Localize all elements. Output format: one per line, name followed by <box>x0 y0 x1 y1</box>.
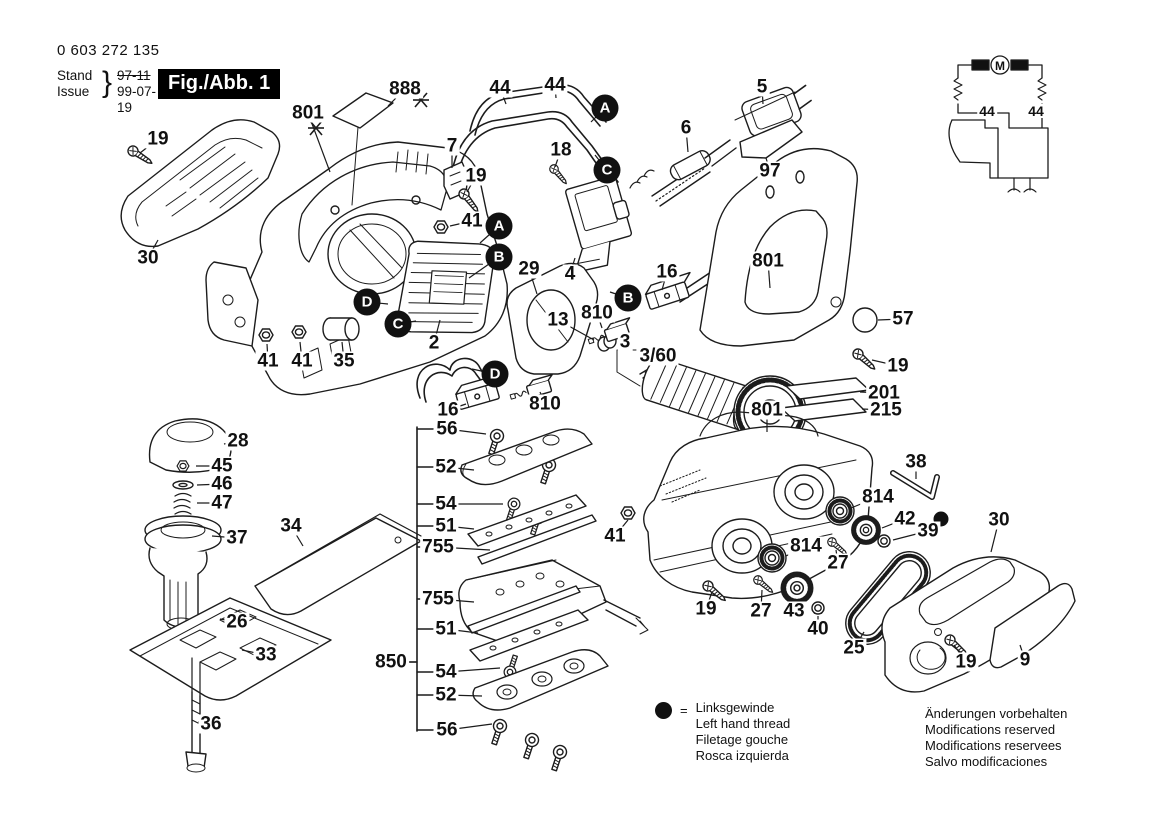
legend-line-es: Rosca izquierda <box>695 748 789 763</box>
stand-value: 97-11 <box>117 68 151 83</box>
not-available-cross-icon <box>413 92 429 108</box>
notice-line-en: Modifications reserved <box>925 722 1056 737</box>
issue-block: Stand Issue } 97-11 99-07-19 <box>57 66 159 115</box>
blade-stack-art <box>402 426 649 773</box>
legend-line-fr: Filetage gouche <box>695 732 789 747</box>
belt-cover-art <box>881 556 1076 693</box>
modifications-notice: Änderungen vorbehalten Modifications res… <box>925 706 1067 770</box>
drawing-header: 0 603 272 135 Stand Issue } 97-11 99-07-… <box>57 42 160 115</box>
legend-line-de: Linksgewinde <box>695 700 775 715</box>
not-available-cross-icon <box>308 120 324 136</box>
catalog-number: 0 603 272 135 <box>57 42 160 59</box>
clamp-art <box>433 161 483 234</box>
left-hand-thread-legend: = Linksgewinde Left hand thread Filetage… <box>655 700 790 764</box>
switch-cord-art <box>547 84 812 274</box>
notice-line-es: Salvo modificaciones <box>925 754 1048 769</box>
left-hand-thread-dot-icon <box>655 702 672 719</box>
front-cover-art <box>120 119 281 248</box>
stand-label: Stand <box>57 68 93 83</box>
sticker-art <box>332 92 394 129</box>
issue-label: Issue <box>57 84 90 99</box>
hex-key-art <box>890 470 940 500</box>
notice-line-de: Änderungen vorbehalten <box>925 706 1068 721</box>
legend-equals: = <box>680 703 688 718</box>
issue-brace: } <box>102 66 113 99</box>
knob-stack-art <box>129 418 422 773</box>
left-hand-thread-dot-icon <box>933 511 949 527</box>
stator-art <box>396 240 496 334</box>
legend-line-en: Left hand thread <box>695 716 791 731</box>
issue-value: 99-07-19 <box>117 84 157 115</box>
notice-line-fr: Modifications reservees <box>925 738 1062 753</box>
schematic-motor-label: M <box>995 59 1005 73</box>
small-parts-left-art <box>258 317 360 342</box>
figure-label: Fig./Abb. 1 <box>158 69 281 99</box>
handle-cover-art <box>699 147 879 422</box>
